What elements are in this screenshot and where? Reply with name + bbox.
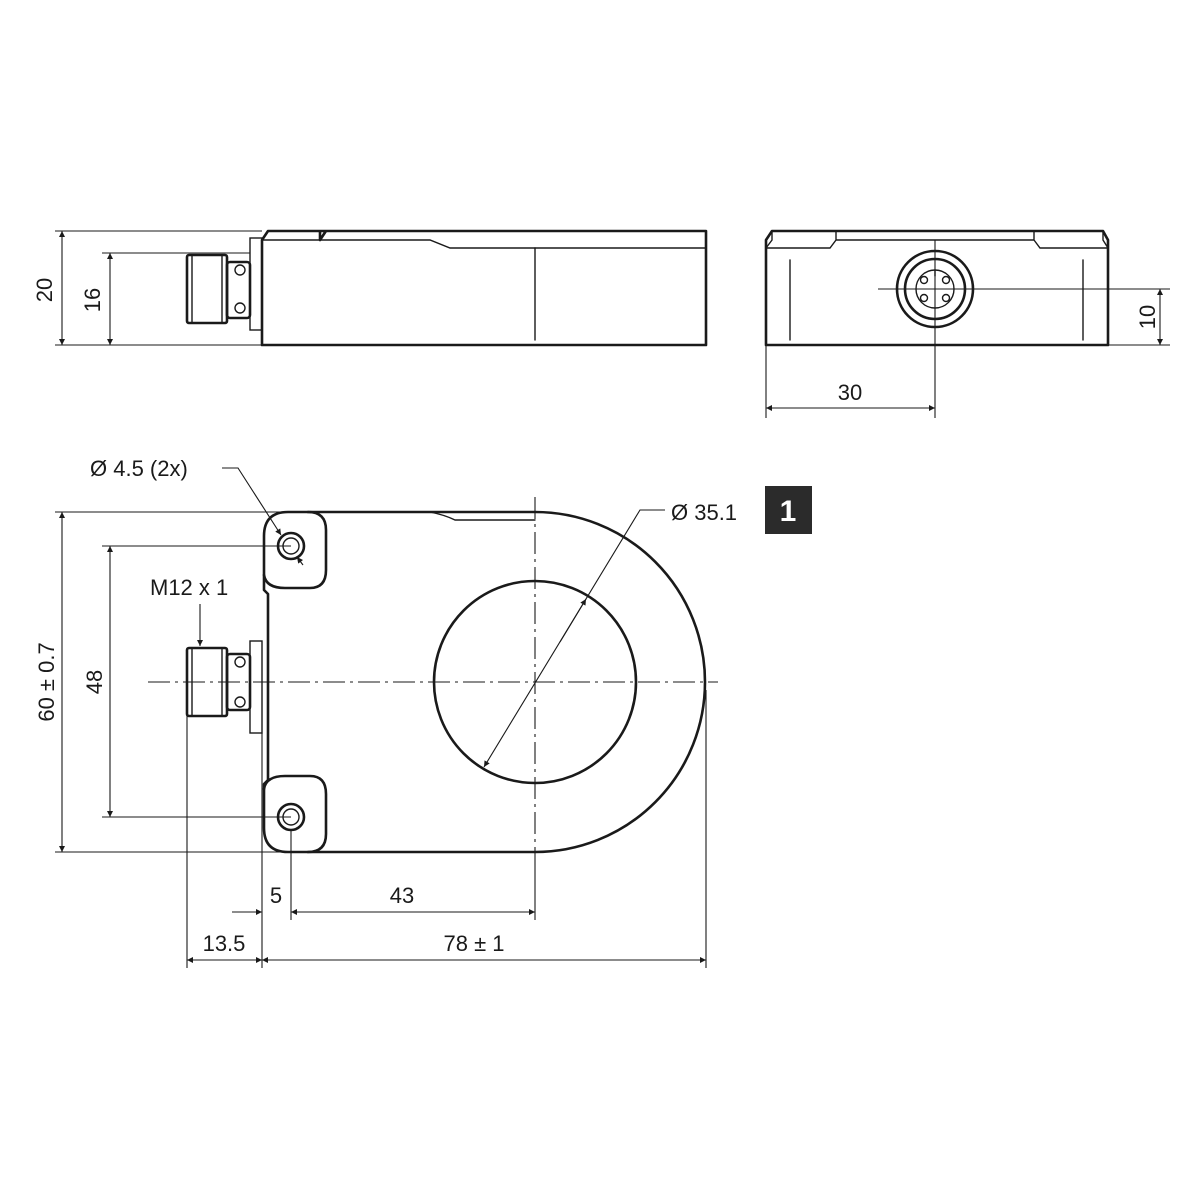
bore-diameter-leader xyxy=(483,509,665,768)
bore-diameter-leader-head xyxy=(559,598,587,643)
dim-60-label: 60 ± 0.7 xyxy=(34,642,59,721)
dim-13-5-label: 13.5 xyxy=(203,931,246,956)
top-mounting-ear xyxy=(262,510,328,590)
dim-48-label: 48 xyxy=(82,670,107,694)
end-view-body-edges xyxy=(765,230,1109,249)
side-view: 20 16 xyxy=(32,229,708,347)
note-badge-number: 1 xyxy=(780,495,797,528)
note-badge-box xyxy=(765,486,812,534)
bottom-mounting-ear xyxy=(262,774,328,854)
end-view: 10 30 xyxy=(764,229,1170,418)
dim-16-label: 16 xyxy=(80,288,105,312)
side-view-body-edges xyxy=(261,230,707,249)
top-view: Ø 4.5 (2x) M12 x 1 Ø 35.1 1 60 ± 0.7 48 … xyxy=(34,456,812,968)
hole-leader-top xyxy=(222,467,282,536)
hole-leader-bottom xyxy=(296,556,304,566)
dim-43-label: 43 xyxy=(390,883,414,908)
hole-diameter-label: Ø 4.5 (2x) xyxy=(90,456,188,481)
side-view-flange xyxy=(249,237,263,331)
dim-5-label: 5 xyxy=(270,883,282,908)
dim-10-label: 10 xyxy=(1135,305,1160,329)
top-view-connector-flange xyxy=(249,640,263,734)
bore-diameter-label: Ø 35.1 xyxy=(671,500,737,525)
note-badge: 1 xyxy=(765,486,812,534)
side-view-connector xyxy=(185,253,252,325)
dim-20-label: 20 xyxy=(32,278,57,302)
connector-thread-label: M12 x 1 xyxy=(150,575,228,600)
top-view-connector xyxy=(185,640,263,734)
top-view-inner-edge xyxy=(267,511,536,781)
dim-78-label: 78 ± 1 xyxy=(443,931,504,956)
dim-30-label: 30 xyxy=(838,380,862,405)
